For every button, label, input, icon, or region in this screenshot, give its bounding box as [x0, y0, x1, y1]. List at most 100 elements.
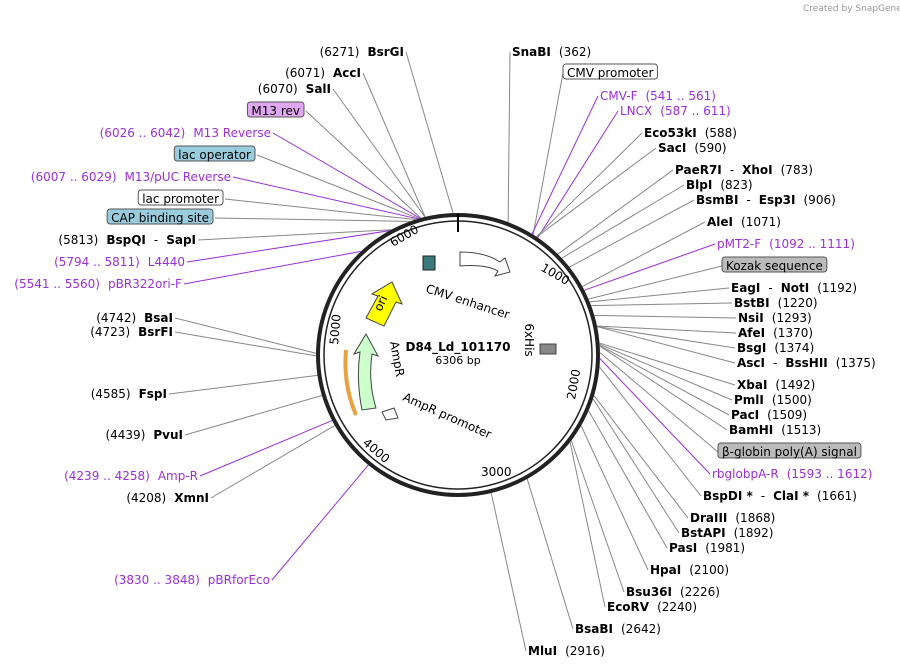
- right-label-25: DraIII(1868): [690, 511, 775, 525]
- right-label-name: BstAPI: [681, 526, 726, 540]
- ampr-promoter-label: AmpR promoter: [401, 390, 494, 442]
- right-label-position: (2226): [680, 585, 720, 599]
- right-label-dash: -: [768, 281, 772, 295]
- right-label-5: SacI(590): [658, 141, 727, 155]
- left-label-name: FspI: [139, 387, 167, 401]
- left-label-name: L4440: [148, 255, 185, 269]
- right-label-name: BsmBI: [696, 193, 738, 207]
- right-label-22: β-globin poly(A) signal: [717, 442, 862, 459]
- right-label-position: (588): [705, 126, 737, 140]
- tick-5000: 5000: [327, 314, 344, 346]
- watermark-text: Created by SnapGene: [803, 4, 900, 14]
- left-label-name: Amp-R: [158, 469, 198, 483]
- left-feature-box: [173, 145, 256, 162]
- right-label-position: (1192): [817, 281, 857, 295]
- left-label-position: (6070): [258, 82, 298, 96]
- right-label-position: (1868): [735, 511, 775, 525]
- left-label-name: BspQI: [106, 233, 146, 247]
- ori-label: ori: [371, 293, 390, 313]
- left-label-position: (4439): [105, 428, 145, 442]
- right-label-name: PasI: [669, 541, 697, 555]
- left-label-position: (6007 .. 6029): [31, 170, 117, 184]
- ampr-primer-track: [343, 349, 358, 416]
- right-label-26: BstAPI(1892): [681, 526, 773, 540]
- right-connector-line: [597, 326, 736, 349]
- right-label-name: Eco53kI: [644, 126, 697, 140]
- right-label-name: rbglobpA-R: [712, 467, 779, 481]
- right-feature-box: [721, 256, 828, 273]
- left-connector-line: [174, 317, 317, 354]
- left-connector-line: [272, 132, 421, 219]
- left-label-15: (4439)PvuI: [105, 428, 183, 442]
- right-label-position: (1374): [774, 341, 814, 355]
- left-connector-line: [305, 110, 422, 219]
- left-connector-line: [405, 51, 454, 214]
- right-label-name: AleI: [707, 215, 733, 229]
- left-connector-line: [168, 374, 318, 395]
- right-label-12: EagI-NotI(1192): [731, 281, 857, 295]
- left-connector-line: [210, 425, 335, 499]
- left-label-position: (4208): [126, 491, 166, 505]
- left-label-0: (6271)BsrGI: [320, 45, 404, 59]
- right-label-name2: BssHII: [785, 356, 827, 370]
- left-connector-line: [332, 88, 426, 218]
- left-label-14: (4585) FspI: [91, 387, 167, 401]
- right-label-name: HpaI: [650, 563, 681, 577]
- right-connector-line: [588, 410, 668, 549]
- left-feature-label: lac promoter: [142, 192, 219, 206]
- left-connector-line: [174, 331, 317, 357]
- left-label-7: lac promoter: [137, 189, 224, 206]
- left-label-4: (6026 .. 6042)M13 Reverse: [100, 126, 271, 140]
- right-label-name: CMV-F: [600, 89, 638, 103]
- left-label-name: M13 Reverse: [193, 126, 271, 140]
- right-label-20: PacI(1509): [731, 408, 807, 422]
- right-label-name: AfeI: [738, 326, 765, 340]
- right-label-position: (2916): [565, 644, 605, 658]
- left-label-dash: -: [154, 233, 158, 247]
- right-label-position: (2642): [621, 622, 661, 636]
- left-connector-line: [256, 154, 419, 219]
- left-label-position: (4723): [90, 325, 130, 339]
- right-connector-line: [599, 343, 733, 401]
- right-label-32: MluI(2916): [528, 644, 605, 658]
- ampr-arrow: [352, 332, 380, 411]
- right-connector-line: [569, 199, 695, 268]
- right-label-13: BstBI(1220): [734, 296, 818, 310]
- right-label-name: EagI: [731, 281, 760, 295]
- right-label-name: EcoRV: [607, 600, 650, 614]
- right-label-name: BsgI: [737, 341, 766, 355]
- right-label-position: (1593 .. 1612): [787, 467, 873, 481]
- left-label-name: AccI: [333, 66, 361, 80]
- right-connector-line: [537, 110, 619, 238]
- right-label-position: (1513): [781, 423, 821, 437]
- left-label-12: (4742)BsaI: [96, 311, 173, 325]
- right-connector-line: [594, 314, 737, 319]
- right-label-2: CMV-F(541 .. 561): [600, 89, 716, 103]
- right-label-position: (1509): [767, 408, 807, 422]
- backbone: [316, 213, 600, 497]
- right-connector-line: [536, 147, 657, 238]
- left-label-16: (4239 .. 4258)Amp-R: [64, 469, 198, 483]
- right-connector-line: [599, 366, 702, 497]
- left-label-2: (6070) SalI: [258, 82, 331, 96]
- tick-3000: 3000: [481, 465, 512, 479]
- left-connector-line: [197, 229, 392, 241]
- left-label-position: (4585): [91, 387, 131, 401]
- right-label-27: PasI(1981): [669, 541, 745, 555]
- right-label-name: BsaBI: [575, 622, 613, 636]
- left-label-name: SalI: [306, 82, 331, 96]
- left-label-position: (6071): [285, 66, 325, 80]
- left-label-name: XmnI: [174, 491, 209, 505]
- right-connector-line: [561, 184, 685, 259]
- right-label-dash: -: [730, 163, 734, 177]
- cmv-enhancer-arrow: [459, 251, 511, 277]
- ampr-label: AmpR: [387, 340, 407, 378]
- right-connector-line: [570, 440, 625, 593]
- left-label-10: (5794 .. 5811)L4440: [54, 255, 185, 269]
- right-label-name: AscI: [737, 356, 765, 370]
- right-connector-line: [526, 478, 574, 630]
- right-label-name2: ClaI *: [773, 489, 810, 503]
- left-label-name: BsrGI: [367, 45, 404, 59]
